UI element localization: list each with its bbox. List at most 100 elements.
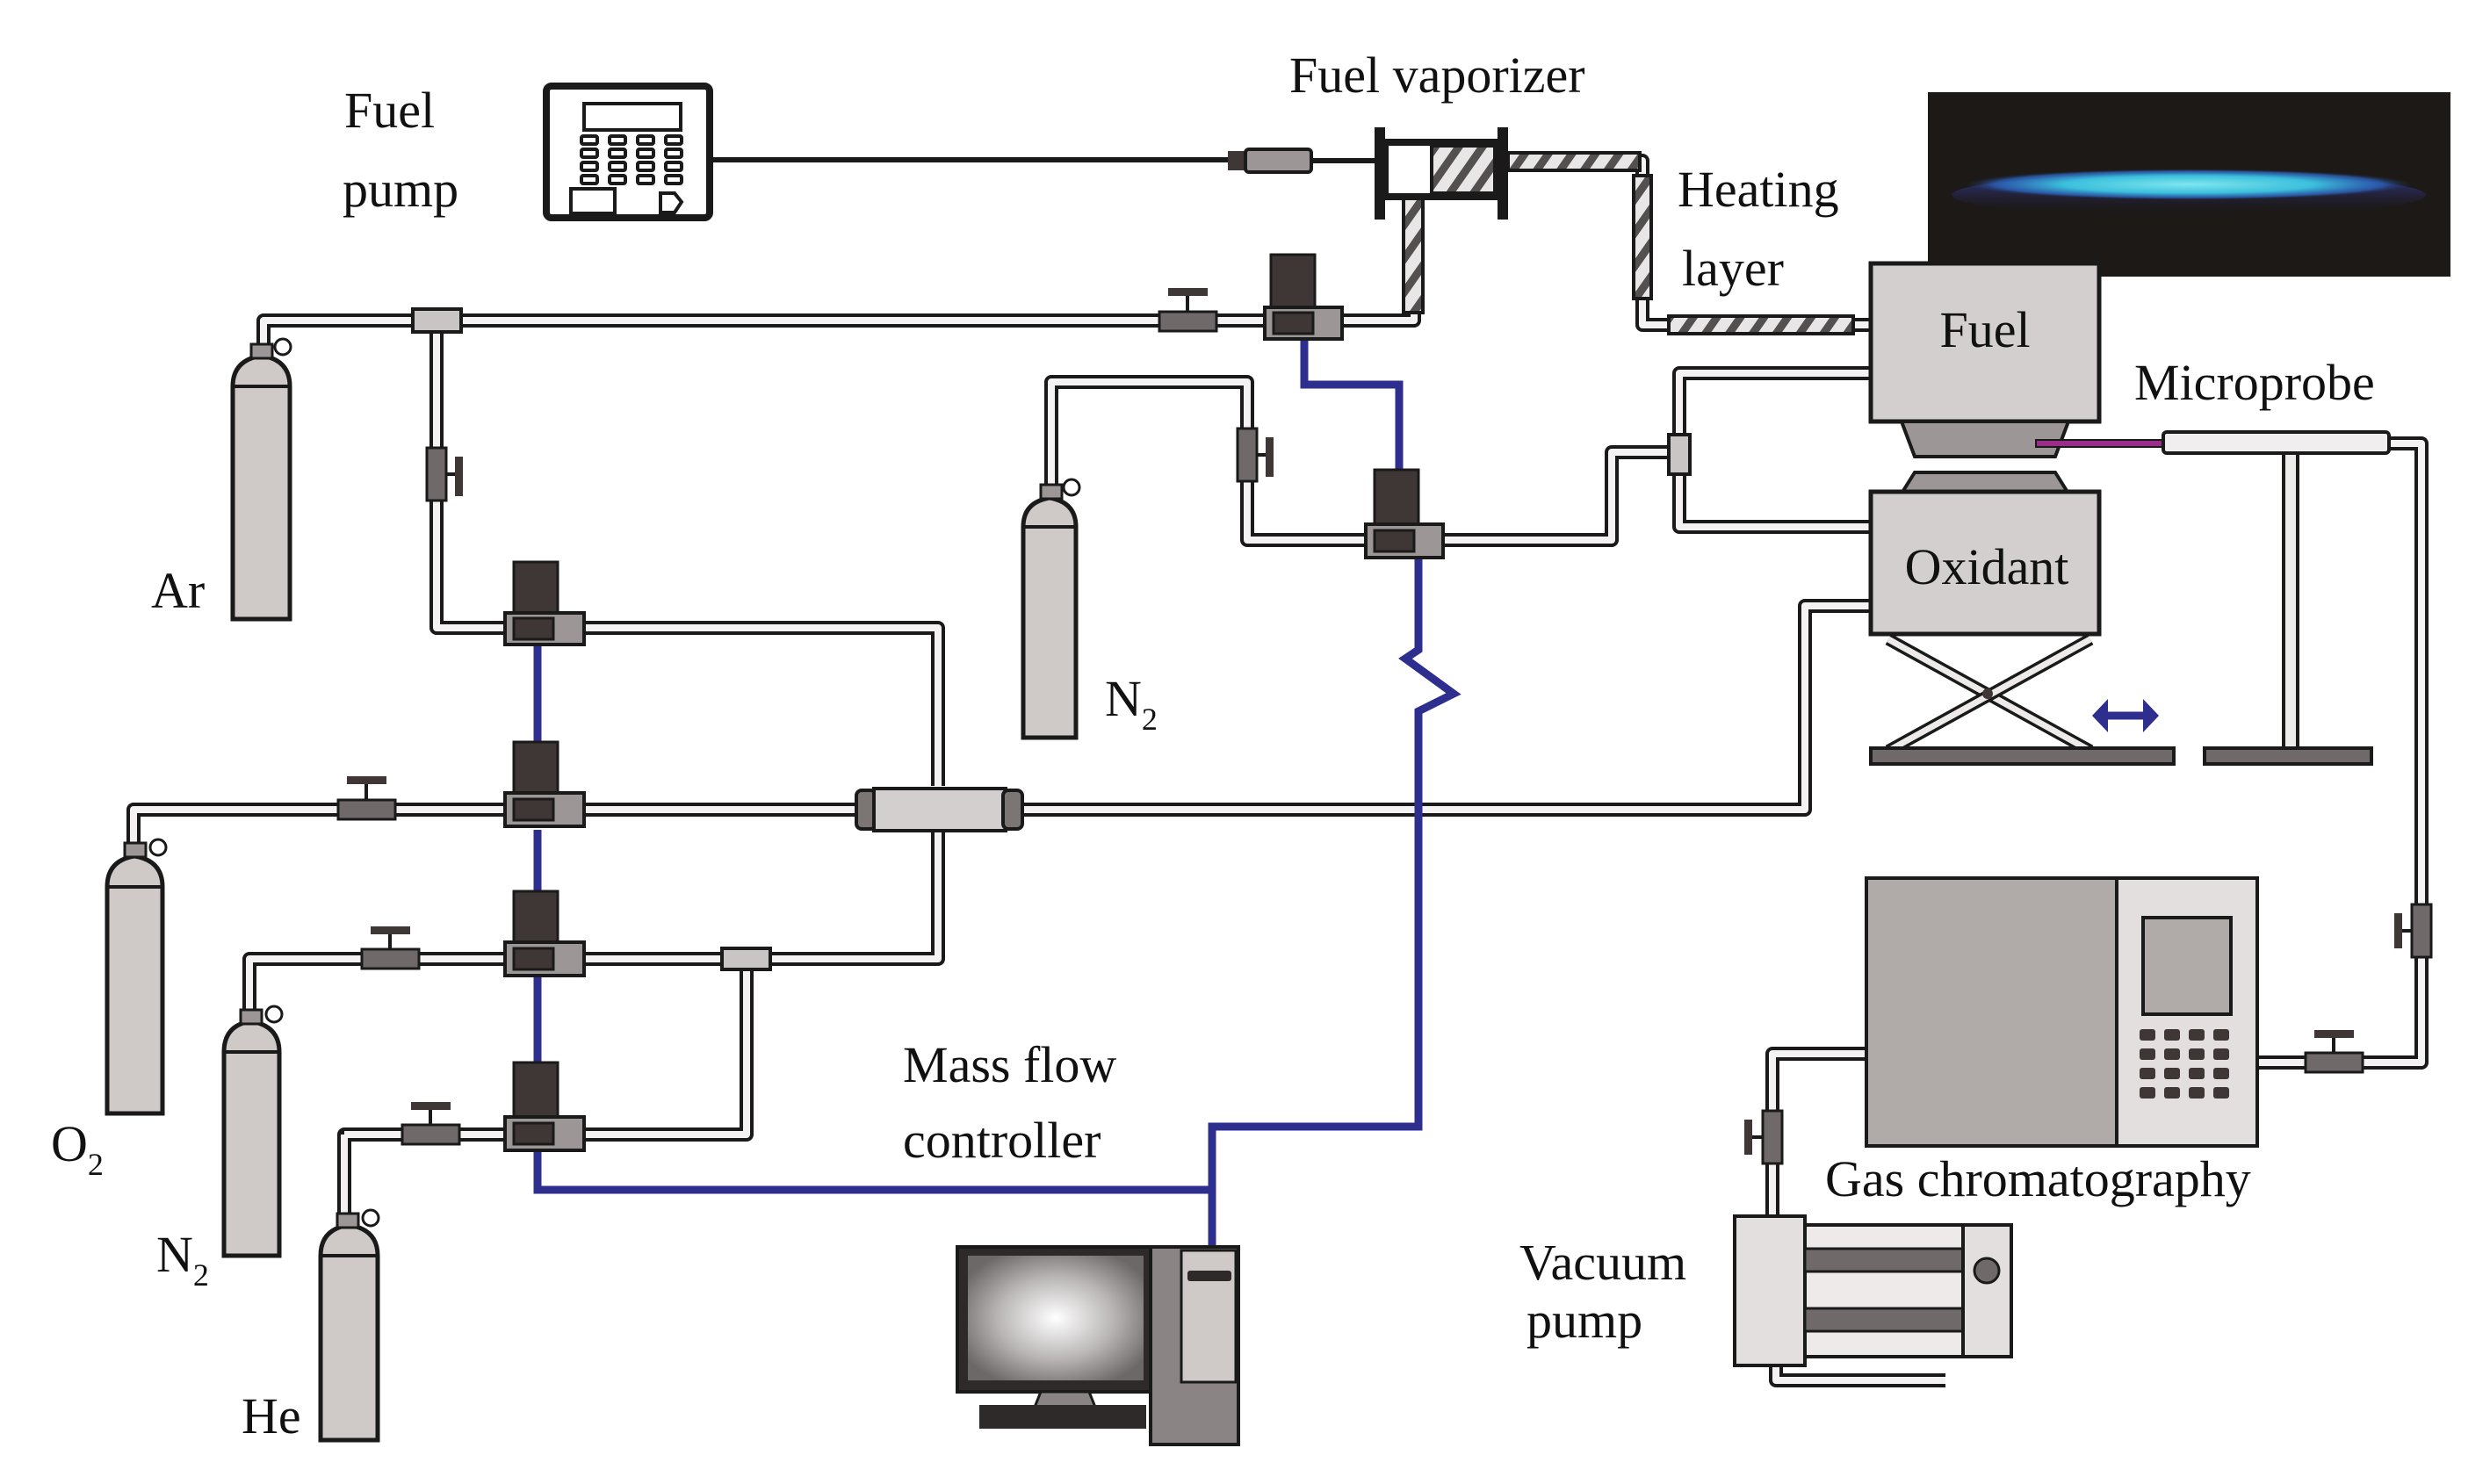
mfc-label-2: controller: [903, 1112, 1101, 1169]
pump-key: [608, 134, 627, 146]
pipe-mfc4-tee: [584, 959, 754, 1142]
tee-fitting-n2-he: [720, 947, 772, 971]
pump-key: [580, 161, 599, 172]
vacuum-pump-label-2: pump: [1526, 1292, 1642, 1349]
wire-top-mfc: [1300, 338, 1404, 474]
valve-probe-line[interactable]: [2394, 903, 2433, 959]
pump-key: [580, 174, 599, 185]
mfc-n2-left: [503, 890, 586, 977]
mfc-o2: [503, 740, 586, 828]
heating-layer-label-1: Heating: [1678, 161, 1839, 218]
gc-key: [2164, 1048, 2180, 1060]
gc-key: [2189, 1029, 2205, 1041]
pump-key: [608, 161, 627, 172]
pump-key: [664, 174, 683, 185]
cylinder-n2-left: [221, 1005, 284, 1258]
pump-display: [582, 102, 682, 132]
mass-flow-controllers: [503, 253, 1445, 1152]
flame-sheet: [1960, 169, 2417, 200]
cylinder-label-n2-middle: N2: [1105, 670, 1158, 737]
probe-stand-base: [2203, 746, 2373, 766]
valve-n2-middle[interactable]: [1236, 427, 1274, 483]
fuel-vaporizer: [1228, 127, 1642, 314]
signal-wires: [533, 338, 1462, 1247]
gc-key: [2213, 1068, 2229, 1079]
gc-key: [2189, 1068, 2205, 1079]
pump-key: [664, 161, 683, 172]
gc-key: [2213, 1048, 2229, 1060]
gc-display: [2141, 916, 2233, 1016]
fuel-burner: Fuel: [1868, 261, 2102, 458]
cylinder-label-o2: O2: [51, 1115, 104, 1182]
pipe-n2-middle: [1044, 375, 1366, 547]
keyboard: [979, 1405, 1146, 1429]
flame-photo: [1928, 92, 2450, 277]
valve-ar-branch[interactable]: [425, 446, 463, 502]
gc-key: [2213, 1087, 2229, 1099]
pump-key: [608, 148, 627, 159]
cylinder-ar: [230, 337, 292, 622]
valve-ar-line[interactable]: [1158, 288, 1218, 333]
fuel-pump: [543, 83, 713, 221]
fuel-pump-label-2: pump: [343, 161, 458, 218]
gc-key: [2164, 1029, 2180, 1041]
pipe-mfc1-mixer: [584, 621, 945, 786]
valve-n2-left[interactable]: [360, 926, 421, 970]
gas-cylinders: [105, 337, 1081, 1443]
cylinder-label-he: He: [242, 1387, 301, 1444]
valve-o2[interactable]: [336, 776, 397, 821]
gc-key: [2140, 1087, 2155, 1099]
gas-chromatograph: [1865, 876, 2259, 1148]
oxidant-burner: Oxidant: [1868, 471, 2102, 637]
valve-vacuum-line[interactable]: [1744, 1109, 1784, 1165]
cylinder-n2-middle: [1021, 478, 1081, 740]
vacuum-pump-label-1: Vacuum: [1519, 1234, 1686, 1291]
gas-chromatography-label: Gas chromatography: [1825, 1150, 2251, 1207]
pump-keypad: [580, 134, 683, 185]
gc-key: [2140, 1068, 2155, 1079]
tee-fitting-burners: [1667, 433, 1692, 476]
fittings: [336, 288, 2433, 1165]
gc-key: [2140, 1029, 2155, 1041]
labels: Fuel pump Fuel vaporizer Heating layer M…: [51, 47, 2375, 1444]
probe-tip: [2035, 439, 2164, 448]
cylinder-he: [318, 1208, 380, 1443]
pump-key: [636, 148, 655, 159]
gc-key: [2140, 1048, 2155, 1060]
pump-key: [636, 174, 655, 185]
vacuum-pump: [1733, 1214, 2013, 1367]
pump-key: [664, 134, 683, 146]
pump-key: [580, 134, 599, 146]
valve-he[interactable]: [401, 1102, 461, 1146]
monitor-screen: [968, 1256, 1144, 1380]
pipe-mfc3-mixer: [584, 832, 945, 966]
cylinder-label-ar: Ar: [151, 562, 205, 619]
microprobe: [2035, 430, 2391, 766]
fuel-vaporizer-label: Fuel vaporizer: [1289, 47, 1585, 104]
heating-layer-label-2: layer: [1682, 240, 1784, 297]
mfc-label-1: Mass flow: [903, 1036, 1116, 1093]
gc-key: [2189, 1087, 2205, 1099]
fuel-pump-label-1: Fuel: [344, 82, 435, 139]
pump-key: [636, 161, 655, 172]
gc-keypad: [2140, 1029, 2229, 1099]
mfc-he: [503, 1061, 586, 1152]
cylinder-o2: [105, 838, 168, 1116]
heating-layer: [1632, 174, 1855, 335]
gc-key: [2189, 1048, 2205, 1060]
oxidant-burner-label: Oxidant: [1905, 538, 2069, 595]
wire-computer-main: [1208, 558, 1462, 1247]
pump-key: [664, 148, 683, 159]
pump-key: [608, 174, 627, 185]
mfc-ar: [503, 560, 586, 646]
fuel-burner-label: Fuel: [1939, 301, 2030, 358]
gas-mixer: [855, 787, 1024, 832]
computer: [956, 1245, 1240, 1446]
pipe-o2: [126, 803, 505, 845]
valve-gc-inlet[interactable]: [2304, 1030, 2364, 1074]
pipe-tee-fuel-oxidant: [1672, 366, 1871, 534]
cylinder-label-n2-left: N2: [156, 1226, 209, 1293]
gc-key: [2164, 1068, 2180, 1079]
pump-key: [636, 134, 655, 146]
